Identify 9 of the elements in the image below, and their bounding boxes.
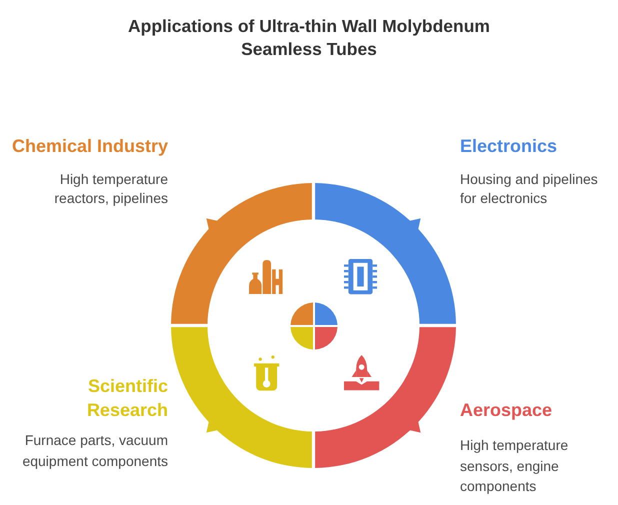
category-heading: Scientific Research <box>86 376 168 420</box>
description-text: Furnace parts, vacuum equipment components <box>22 432 168 468</box>
description-text: Housing and pipelines for electronics <box>460 170 598 206</box>
category-heading: Aerospace <box>460 400 552 420</box>
description-text: High temperature sensors, engine components <box>460 437 568 494</box>
description-text: High temperature reactors, pipelines <box>54 170 168 206</box>
category-heading: Electronics <box>460 136 558 156</box>
category-heading: Chemical Industry <box>12 136 168 156</box>
title: Applications of Ultra-thin Wall Molybdenum Seamless Tubes <box>128 16 490 59</box>
